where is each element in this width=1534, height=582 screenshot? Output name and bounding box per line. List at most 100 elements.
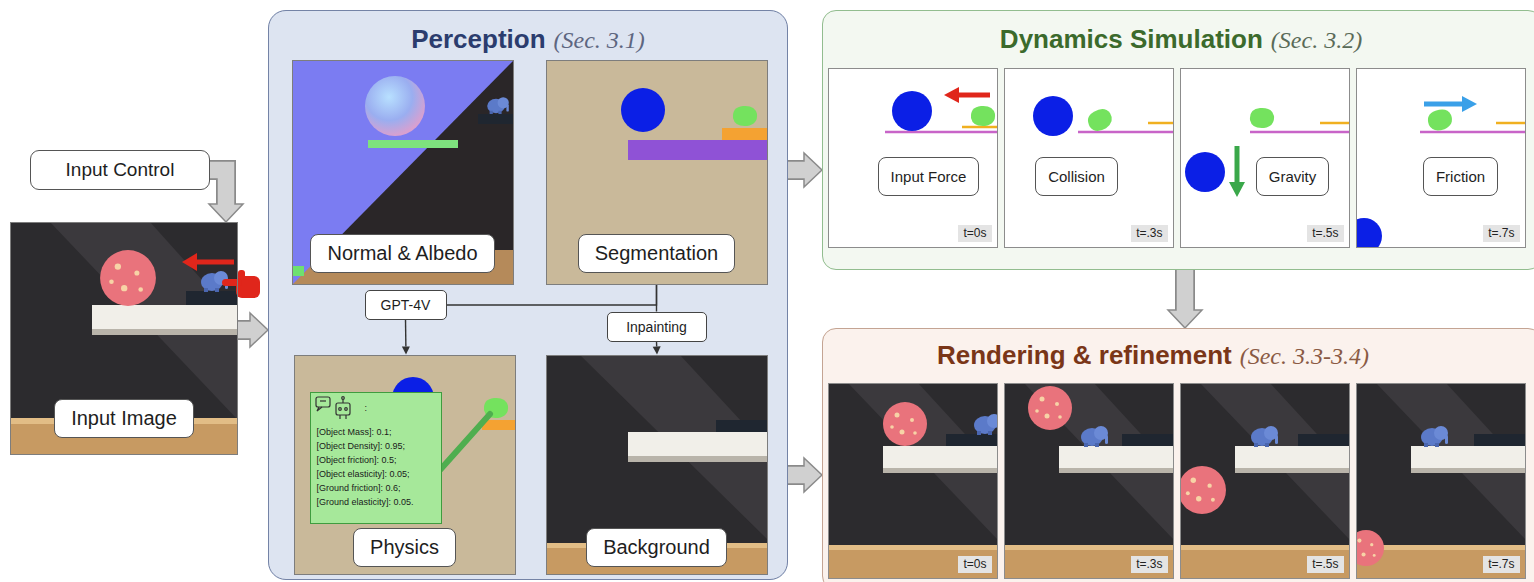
connector-line [405,320,407,347]
text-slot: t=.3s [1005,554,1168,574]
render-frame: t=.3s [1004,383,1174,579]
input-photo-part [182,253,197,271]
sim-frame-art [1004,68,1174,248]
render-frame-art-part [1474,434,1526,446]
time-stamp: t=.5s [1307,225,1343,243]
render-frame-art [1356,383,1526,579]
control-box: Input Control [30,150,210,190]
normal-albedo-map-part [487,97,509,114]
box-label: Input Control [66,159,175,181]
inpainted-background-part [628,456,768,462]
panel-grounds [268,10,1534,582]
text-slot: t=0s [829,554,992,574]
text-slot: Segmentation [547,234,767,273]
connector [788,458,822,492]
text-slot: Rendering & refinement (Sec. 3.3-3.4) [823,341,1483,371]
robot-icon-part [345,415,346,419]
step-label: Collision [1035,157,1118,196]
segmentation-map-part [733,106,757,126]
section-ref: (Sec. 3.3-3.4) [1240,343,1369,371]
robot-icon-part [320,400,326,401]
section-ref: (Sec. 3.1) [554,27,645,55]
input-photo-part [186,291,238,305]
render-frame-art-part [1411,468,1526,473]
panel-title: Perception [411,25,545,55]
parameter-text: [Object Mass]: 0.1; [317,427,392,437]
input-photo-part [196,260,234,265]
input-photo-part [92,305,238,329]
segmentation-panel: Segmentation [546,60,768,285]
background-panel: Background [546,355,768,575]
sim-frame-art-part [1496,122,1526,125]
robot-icon-part [316,397,330,407]
robot-icon-part [339,408,342,411]
connector-line [656,285,657,312]
inpainted-background-part [628,432,768,456]
render-frame-art-part [1200,383,1350,540]
panel-title: Rendering & refinement [937,341,1232,371]
sim-frame-art-part [1085,106,1115,135]
segmentation-map-part [621,88,665,132]
render-frame-art-part [1059,446,1174,468]
text-slot: t=.7s [1357,554,1520,574]
render-frame-art [1180,383,1350,579]
panel-title: Dynamics Simulation [1000,25,1263,55]
time-stamp: t=.7s [1483,556,1519,574]
segmentation-map-part [722,128,768,140]
text-slot: Inpainting [608,318,706,336]
render-frame-art-part [1180,545,1350,550]
input-photo-part [100,250,156,306]
render-frame-art-part [1004,383,1174,579]
panel-label: Physics [353,528,456,567]
sim-frame-art-part [1320,122,1350,125]
render-frame-art-part [1122,434,1174,446]
render-frame-art-part [1059,468,1174,473]
sim-frame-art-part [1250,131,1350,134]
normal-albedo-map-part [365,76,425,136]
render-frame-art-part [1421,426,1448,447]
render-frame-art-part [1235,468,1350,473]
connector [447,285,657,306]
sim-frame-art [1356,68,1526,248]
parameter-text: [Ground elasticity]: 0.05. [317,497,414,507]
text-slot: [Object Mass]: 0.1; [317,421,441,439]
render-frame-art-part [1028,386,1072,430]
arrow-head [653,346,661,354]
text-slot: Gravity [1223,157,1363,196]
render-frame-art-part [1411,446,1526,468]
render-frame-art-part [1081,426,1108,447]
inpainted-background-part [580,355,768,540]
step-label: Gravity [1256,157,1330,196]
normal-albedo-panel: Normal & Albedo [292,60,514,285]
panel-label: Segmentation [578,234,735,273]
simulation-frame: Frictiont=.7s [1356,68,1526,248]
segmentation-map-part [628,140,768,160]
inpainted-background [546,355,768,575]
normal-albedo-map [292,60,514,285]
parameter-text: : [365,403,368,413]
robot-icon-part [339,415,340,419]
inpainting-box: Inpainting [607,312,707,342]
time-stamp: t=.3s [1131,225,1167,243]
arrow-head [804,458,822,492]
physics-callout: :[Object Mass]: 0.1;[Object Density]: 0.… [310,392,442,524]
connector-line [656,342,658,347]
text-slot: t=.7s [1357,223,1520,243]
connector-line [1177,270,1194,312]
panel-label: Input Image [54,399,194,438]
sim-frame-art-part [1148,122,1174,125]
text-slot: [Object friction]: 0.5; [317,449,441,467]
render-frame-art-part [1004,545,1174,579]
connector-line [788,467,806,484]
segmentation-map [546,60,768,285]
connector [653,342,661,355]
render-frame-art-part [974,414,998,435]
render-frame-art [828,383,998,579]
render-frame-art-part [883,402,927,446]
input-photo [10,222,238,455]
arrow-head [250,313,268,347]
arrow-head [402,346,410,354]
panel-grounds-part [822,328,1534,582]
render-frame-art-part [1298,434,1350,446]
text-slot: Normal & Albedo [293,234,513,273]
